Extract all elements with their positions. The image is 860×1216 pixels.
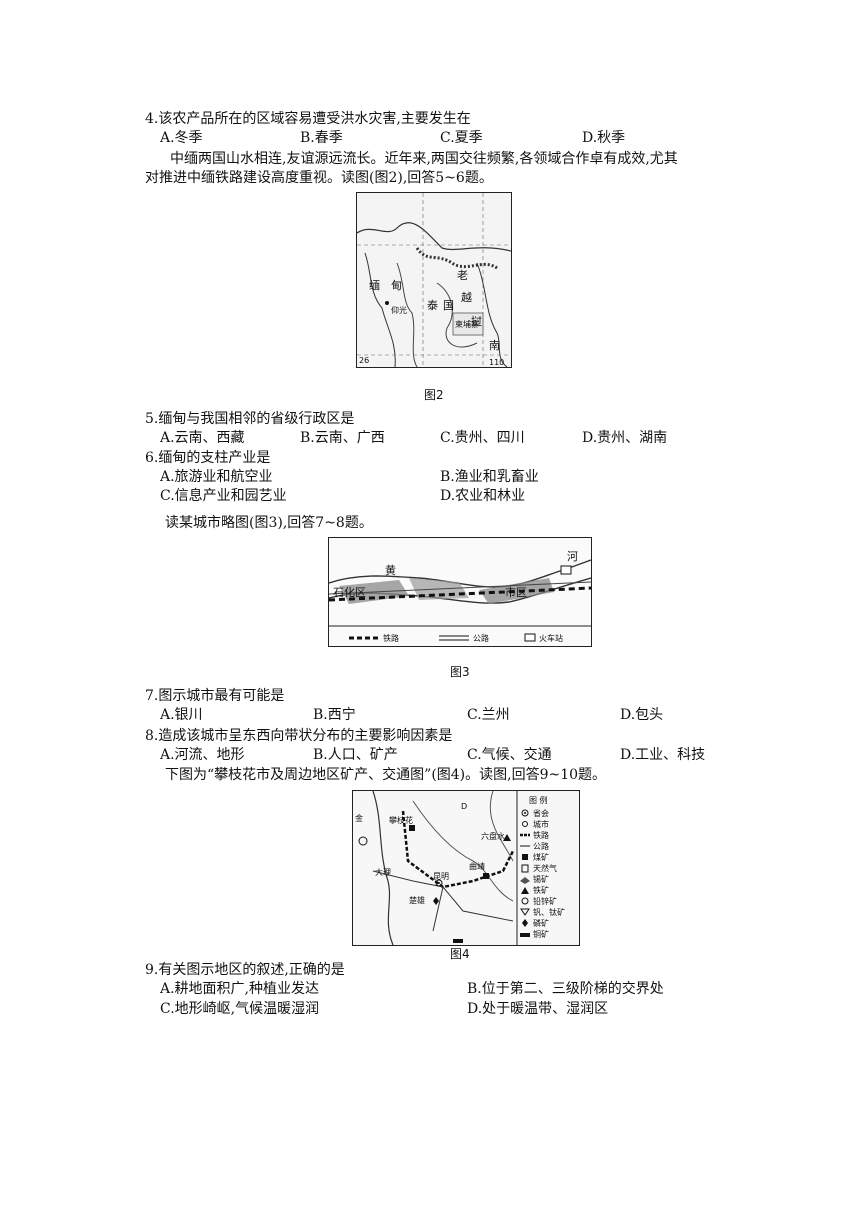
q6-option-b: B.渔业和乳畜业 xyxy=(440,469,539,485)
fig4-label-liupanshui: 六盘水 xyxy=(481,831,505,841)
passage-city: 读某城市略图(图3),回答7~8题。 xyxy=(165,515,373,531)
fig4-legend-phosphate: 磷矿 xyxy=(533,918,549,928)
fig2-label-dian: 甸 xyxy=(391,279,402,292)
fig4-legend-title: 图 例 xyxy=(529,795,548,805)
q4-option-c: C.夏季 xyxy=(440,130,483,146)
fig3-legend-railway: 铁路 xyxy=(383,633,399,643)
fig2-label-yangon: 仰光 xyxy=(391,305,407,315)
figure-3-caption: 图3 xyxy=(450,665,470,679)
passage-myanmar-line2: 对推进中缅铁路建设高度重视。读图(图2),回答5~6题。 xyxy=(145,170,493,186)
fig2-label-mian: 缅 xyxy=(369,278,380,292)
figure-3-map: 黄 河 石化区 市区 铁路 公路 火车站 xyxy=(328,537,592,647)
fig2-label-yue: 越 xyxy=(461,290,472,304)
figure-2-caption: 图2 xyxy=(424,388,444,402)
fig4-legend-copper: 铜矿 xyxy=(533,929,549,939)
fig4-label-qujing: 曲靖 xyxy=(469,861,485,871)
fig4-label-jin: 金 xyxy=(355,813,363,823)
q8-option-d: D.工业、科技 xyxy=(620,747,706,763)
q4-option-b: B.春季 xyxy=(300,130,343,146)
q7-option-b: B.西宁 xyxy=(313,707,356,723)
fig2-label-tai: 泰 xyxy=(427,298,438,312)
q6-option-d: D.农业和林业 xyxy=(440,488,526,504)
fig2-label-cambodia: 柬埔寨 xyxy=(455,319,479,329)
q6-option-c: C.信息产业和园艺业 xyxy=(160,488,287,504)
q5-stem: 5.缅甸与我国相邻的省级行政区是 xyxy=(145,411,355,427)
q9-option-a: A.耕地面积广,种植业发达 xyxy=(160,981,320,997)
q8-option-a: A.河流、地形 xyxy=(160,747,245,763)
fig4-legend-tin: 锡矿 xyxy=(533,874,549,884)
fig2-tick-110: 110 xyxy=(489,358,504,367)
q8-option-c: C.气候、交通 xyxy=(467,747,552,763)
passage-myanmar-line1: 中缅两国山水相连,友谊源远流长。近年来,两国交往频繁,各领域合作卓有成效,尤其 xyxy=(170,151,678,167)
fig3-label-petrochem: 石化区 xyxy=(333,585,366,599)
fig4-legend-capital: 省会 xyxy=(533,808,549,818)
q4-option-a: A.冬季 xyxy=(160,130,203,146)
fig2-label-lao: 老 xyxy=(457,269,468,282)
q8-option-b: B.人口、矿产 xyxy=(313,747,398,763)
fig4-label-kunming: 昆明 xyxy=(433,872,449,881)
q5-option-b: B.云南、广西 xyxy=(300,430,385,446)
fig4-label-dali: 大理 xyxy=(375,867,391,877)
q9-stem: 9.有关图示地区的叙述,正确的是 xyxy=(145,962,345,978)
fig3-legend-station: 火车站 xyxy=(539,633,563,643)
fig3-label-huang: 黄 xyxy=(385,563,396,577)
q6-option-a: A.旅游业和航空业 xyxy=(160,469,273,485)
q7-stem: 7.图示城市最有可能是 xyxy=(145,688,285,704)
q4-option-d: D.秋季 xyxy=(582,130,626,146)
fig4-legend: 省会 城市 铁路 公路 煤矿 天然气 锡矿 铁矿 铅锌矿 钒、钛矿 xyxy=(520,808,565,939)
q6-stem: 6.缅甸的支柱产业是 xyxy=(145,450,271,466)
q4-stem: 4.该农产品所在的区域容易遭受洪水灾害,主要发生在 xyxy=(145,111,471,127)
q8-stem: 8.造成该城市呈东西向带状分布的主要影响因素是 xyxy=(145,728,453,744)
q7-option-a: A.银川 xyxy=(160,707,203,723)
fig4-legend-road: 公路 xyxy=(533,841,549,851)
figure-4-map: 金 攀枝花 大理 曲靖 昆明 楚雄 六盘水 D 图 例 省会 城市 铁路 公路 … xyxy=(352,790,580,946)
fig4-legend-iron: 铁矿 xyxy=(533,885,549,895)
fig4-label-d: D xyxy=(461,802,467,811)
figure-4-caption: 图4 xyxy=(450,947,470,961)
fig2-label-guo: 国 xyxy=(443,299,454,312)
q5-option-c: C.贵州、四川 xyxy=(440,430,525,446)
q5-option-d: D.贵州、湖南 xyxy=(582,430,668,446)
fig4-legend-gas: 天然气 xyxy=(533,863,557,873)
q5-option-a: A.云南、西藏 xyxy=(160,430,245,446)
fig2-tick-26: 26 xyxy=(359,356,369,365)
q9-option-c: C.地形崎岖,气候温暖湿润 xyxy=(160,1001,320,1017)
fig4-label-chuxiong: 楚雄 xyxy=(409,895,425,905)
fig3-label-urban: 市区 xyxy=(505,585,527,599)
q9-option-d: D.处于暖温带、湿润区 xyxy=(467,1001,609,1017)
fig2-label-nan: 南 xyxy=(489,339,500,352)
fig4-legend-city: 城市 xyxy=(533,819,549,829)
figure-2-map: 缅 甸 老 越 泰 国 挝 柬埔寨 南 仰光 26 110 xyxy=(356,192,512,368)
fig3-legend-highway: 公路 xyxy=(473,633,489,643)
fig4-label-panzhihua: 攀枝花 xyxy=(389,815,413,825)
fig4-legend-coal: 煤矿 xyxy=(533,852,549,862)
q7-option-d: D.包头 xyxy=(620,707,664,723)
fig4-legend-railway: 铁路 xyxy=(533,830,549,840)
fig3-label-he: 河 xyxy=(567,550,578,563)
fig4-legend-vanadium: 钒、钛矿 xyxy=(533,907,565,917)
q7-option-c: C.兰州 xyxy=(467,707,510,723)
passage-panzhihua: 下图为“攀枝花市及周边地区矿产、交通图”(图4)。读图,回答9~10题。 xyxy=(165,767,607,783)
fig4-legend-leadzinc: 铅锌矿 xyxy=(533,896,557,906)
q9-option-b: B.位于第二、三级阶梯的交界处 xyxy=(467,981,664,997)
fig2-label-wo: 挝 xyxy=(471,314,482,328)
